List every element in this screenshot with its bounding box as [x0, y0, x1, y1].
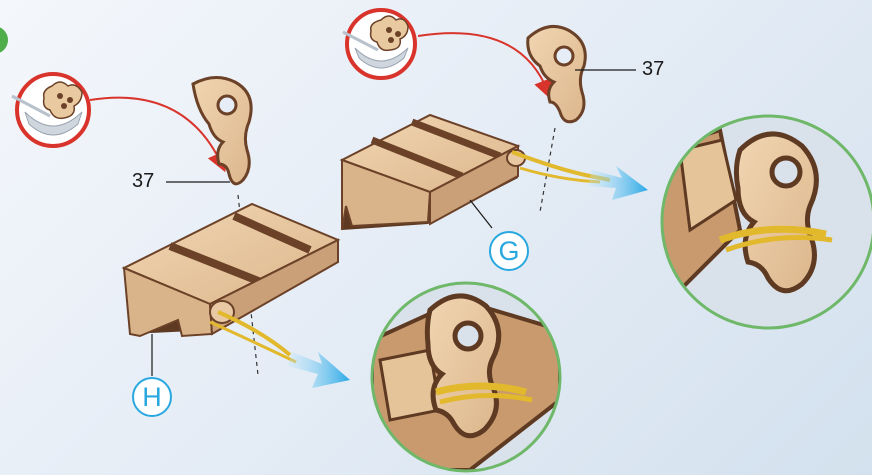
- leader-line: [470, 200, 492, 228]
- hook-part-37-right: [528, 26, 586, 121]
- letter-badge-h: H: [132, 377, 172, 417]
- direction-arrow-icon: [588, 166, 648, 200]
- glue-tray-icon: [12, 74, 89, 146]
- rubber-band: [218, 312, 290, 355]
- guide-line: [540, 128, 555, 212]
- part-number-left: 37: [132, 170, 154, 193]
- direction-arrow-icon: [288, 352, 350, 388]
- corner-badge: [0, 26, 8, 54]
- part-number-right: 37: [642, 58, 664, 81]
- zoom-detail-icon: [370, 280, 570, 475]
- glue-tray-icon: [343, 10, 415, 78]
- wood-block-g: [342, 115, 525, 230]
- zoom-detail-icon: [660, 110, 872, 340]
- hook-part-37-left: [193, 77, 251, 183]
- letter-badge-g: G: [489, 231, 529, 271]
